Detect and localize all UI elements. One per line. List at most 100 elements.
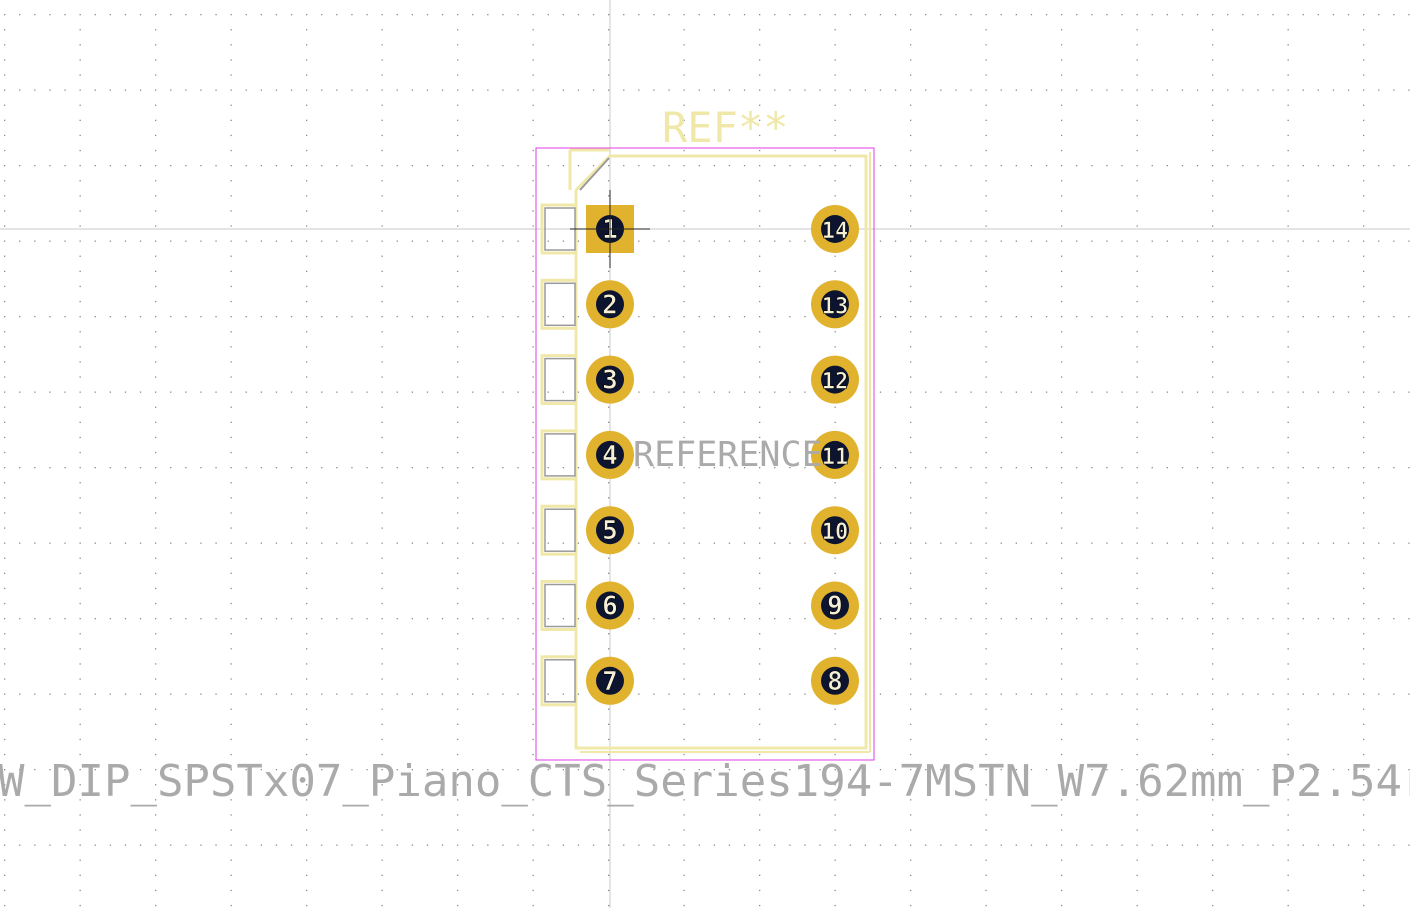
grid-dot [547,467,549,469]
pad-2[interactable]: 2 [586,280,634,329]
grid-dot [4,29,6,31]
grid-dot [64,240,66,242]
grid-dot [230,678,232,680]
grid-dot [698,693,700,695]
grid-dot [381,633,383,635]
grid-dot [260,844,262,846]
grid-dot [1212,104,1214,106]
grid-dot [608,195,610,197]
grid-dot [1121,542,1123,544]
grid-dot [1151,844,1153,846]
grid-dot [683,799,685,801]
grid-dot [532,361,534,363]
grid-dot [1227,14,1229,16]
grid-dot [1363,195,1365,197]
grid-dot [1136,753,1138,756]
pad-9[interactable]: 9 [811,581,859,630]
grid-dot [1212,180,1214,182]
grid-dot [1287,104,1289,106]
grid-dot [1015,542,1017,544]
grid-dot [1166,769,1168,771]
grid-dot [381,497,383,499]
footprint-name-label[interactable]: W_DIP_SPSTx07_Piano_CTS_Series194-7MSTN_… [0,756,1410,807]
grid-dot [1363,180,1365,182]
grid-dot [1242,769,1244,771]
grid-dot [260,316,262,318]
value-field-label[interactable]: REFERENCE [633,435,823,475]
pad-number: 3 [602,366,618,396]
grid-dot [834,44,836,46]
grid-dot [638,89,640,91]
grid-dot [1287,799,1289,801]
grid-dot [64,693,66,695]
reference-label[interactable]: REF** [662,103,788,152]
grid-dot [759,210,761,212]
grid-dot [1302,618,1304,620]
pad-8[interactable]: 8 [811,656,859,705]
switch-actuator [540,580,578,631]
pad-12[interactable]: 12 [811,355,859,404]
grid-dot [577,240,580,242]
grid-dot [170,467,172,469]
grid-dot [532,602,534,605]
grid-dot [1136,904,1138,907]
grid-dot [955,89,957,91]
pad-7[interactable]: 7 [586,656,634,705]
grid-dot [306,240,308,242]
grid-dot [230,74,232,76]
pad-11[interactable]: 11 [811,430,859,479]
pad-5[interactable]: 5 [586,506,634,555]
grid-dot [290,391,293,393]
grid-dot [306,451,308,454]
grid-dot [275,769,278,771]
grid-dot [985,391,987,393]
pad-4[interactable]: 4 [586,430,634,479]
grid-dot [94,769,96,771]
grid-dot [1408,467,1410,469]
grid-dot [532,210,534,212]
grid-dot [306,74,308,76]
grid-dot [185,769,187,771]
grid-dot [1061,29,1063,31]
grid-dot [683,316,685,318]
grid-dot [985,376,987,378]
grid-dot [1287,165,1289,167]
grid-dot [985,738,987,741]
grid-dot [34,542,36,544]
grid-dot [774,467,776,469]
grid-dot [230,346,232,348]
grid-dot [910,180,912,182]
pad-14[interactable]: 14 [811,205,859,253]
grid-dot [457,29,459,31]
grid-dot [411,693,413,695]
grid-dot [457,512,459,514]
pad-10[interactable]: 10 [811,506,859,555]
grid-dot [759,784,761,786]
grid-dot [608,633,610,635]
pad-6[interactable]: 6 [586,581,634,630]
grid-dot [336,618,338,620]
grid-dot [64,467,66,469]
grid-dot [321,844,323,846]
grid-dot [19,618,21,620]
grid-dot [517,844,519,846]
grid-dot [1302,693,1304,695]
grid-dot [532,316,534,318]
switch-actuator-fab [544,659,576,703]
switch-actuator-fab [544,282,576,327]
grid-dot [547,391,549,393]
grid-dot [1106,542,1108,544]
pad-3[interactable]: 3 [586,355,634,404]
grid-dot [668,14,670,16]
grid-dot [1287,693,1289,695]
grid-dot [1212,512,1214,514]
grid-dot [879,89,882,91]
grid-dot [457,678,459,680]
grid-dot [683,59,685,61]
grid-dot [1151,316,1153,318]
grid-dot [743,316,746,318]
pad-13[interactable]: 13 [811,280,859,329]
grid-dot [139,618,142,620]
grid-dot [759,844,761,846]
